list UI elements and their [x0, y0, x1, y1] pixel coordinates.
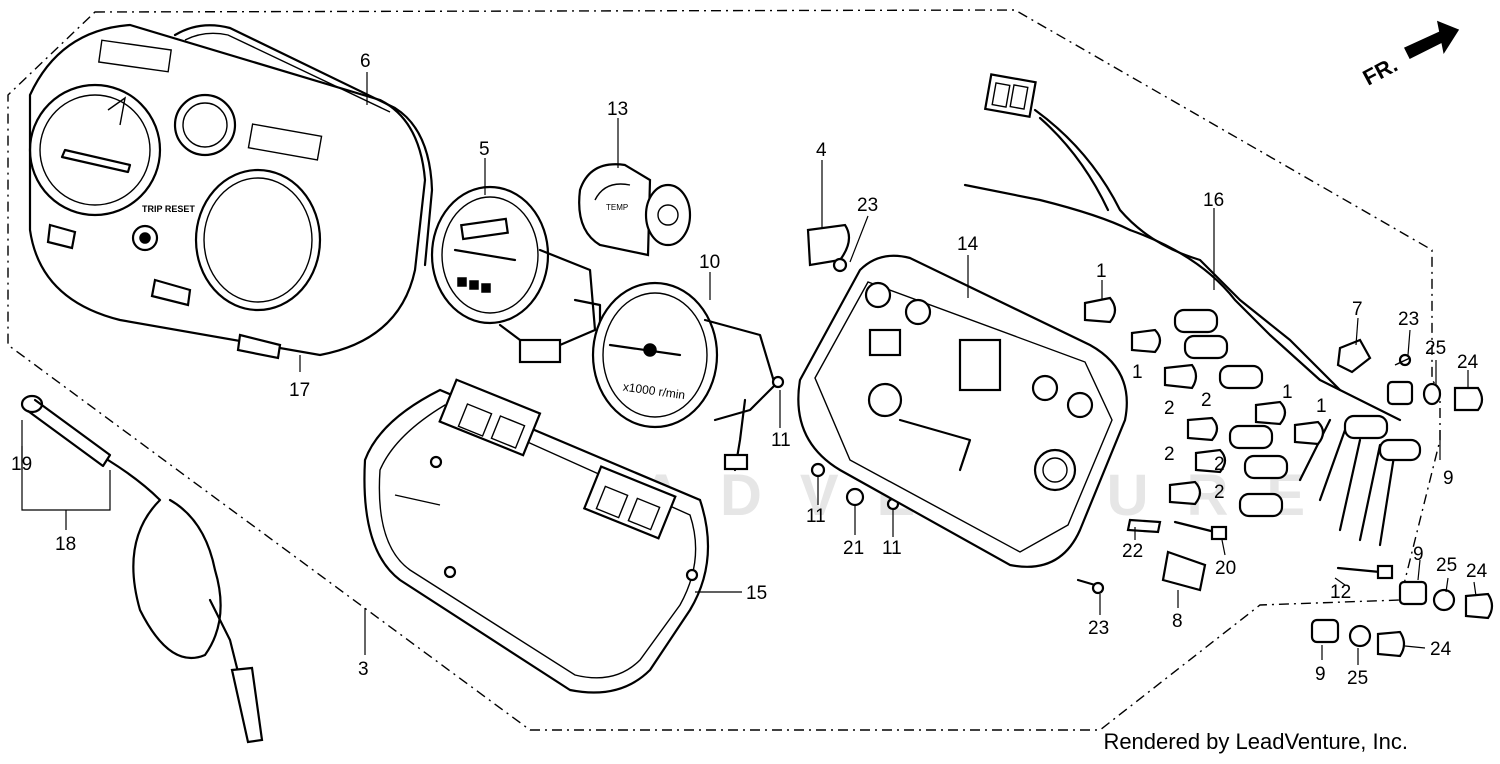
- callout-23-lower: 23: [1088, 618, 1109, 639]
- callout-3: 3: [358, 659, 369, 680]
- callout-24-b: 24: [1466, 561, 1488, 582]
- callout-16: 16: [1203, 190, 1224, 211]
- callout-24-a: 24: [1457, 352, 1479, 373]
- callout-2-e: 2: [1214, 482, 1225, 503]
- callout-2-c: 2: [1164, 444, 1175, 465]
- fasteners: [845, 338, 1494, 658]
- callout-10: 10: [699, 252, 720, 273]
- meter-case-rear: [797, 254, 1128, 568]
- callout-12: 12: [1330, 582, 1351, 603]
- callout-23-upper: 23: [857, 195, 878, 216]
- callout-14: 14: [957, 234, 979, 255]
- callout-13: 13: [607, 99, 628, 120]
- speedometer-cable: [20, 394, 264, 744]
- callout-9-a: 9: [1443, 468, 1454, 489]
- callout-6: 6: [360, 51, 371, 72]
- grommet-11-set: [771, 375, 900, 511]
- callout-25-b: 25: [1436, 555, 1457, 576]
- callout-15: 15: [746, 583, 767, 604]
- callout-9-b: 9: [1413, 544, 1424, 565]
- indicator-bulbs: [1083, 296, 1325, 506]
- wire-harness: [963, 73, 1402, 547]
- callout-23-right: 23: [1398, 309, 1419, 330]
- callout-7: 7: [1352, 299, 1363, 320]
- callout-2-a: 2: [1164, 398, 1175, 419]
- callout-1-a: 1: [1096, 261, 1107, 282]
- callout-11-c: 11: [882, 538, 902, 559]
- callout-9-c: 9: [1315, 664, 1326, 685]
- front-direction-label: FR.: [1359, 52, 1402, 91]
- callout-19: 19: [11, 454, 32, 475]
- wire-clamp: [806, 223, 851, 273]
- speedometer: [430, 185, 602, 364]
- temp-gauge-marking: TEMP: [606, 203, 628, 212]
- callout-17: 17: [289, 380, 310, 401]
- assembly-boundary: [7, 9, 1441, 731]
- callout-18: 18: [55, 534, 76, 555]
- tachometer: x1000 r/min: [591, 281, 777, 472]
- callout-25-a: 25: [1425, 338, 1446, 359]
- meter-case-front: TRIP RESET: [28, 23, 434, 360]
- callout-11-b: 11: [806, 506, 826, 527]
- callout-5: 5: [479, 139, 490, 160]
- callout-1-c: 1: [1282, 382, 1293, 403]
- bulb-sockets: [1173, 308, 1422, 518]
- front-direction-arrow: FR.: [1359, 20, 1460, 91]
- callout-2-b: 2: [1201, 390, 1212, 411]
- callout-4: 4: [816, 140, 827, 161]
- callout-labels: 6 17 5 13 10 4 23 14 16 1 1 1 1 2 2 2 2 …: [11, 51, 1488, 689]
- render-credit: Rendered by LeadVenture, Inc.: [1103, 729, 1408, 754]
- callout-11-a: 11: [771, 430, 791, 451]
- callout-21: 21: [843, 538, 864, 559]
- callout-24-c: 24: [1430, 639, 1452, 660]
- callout-1-b: 1: [1132, 362, 1143, 383]
- callout-20: 20: [1215, 558, 1236, 579]
- callout-2-d: 2: [1214, 454, 1225, 475]
- callout-22: 22: [1122, 541, 1143, 562]
- callout-8: 8: [1172, 611, 1183, 632]
- temperature-gauge: TEMP: [578, 163, 692, 257]
- leader-lines: [21, 72, 1477, 665]
- meter-inner-case: [363, 378, 710, 694]
- callout-25-c: 25: [1347, 668, 1368, 689]
- trip-reset-marking: TRIP RESET: [142, 204, 195, 214]
- callout-1-d: 1: [1316, 396, 1327, 417]
